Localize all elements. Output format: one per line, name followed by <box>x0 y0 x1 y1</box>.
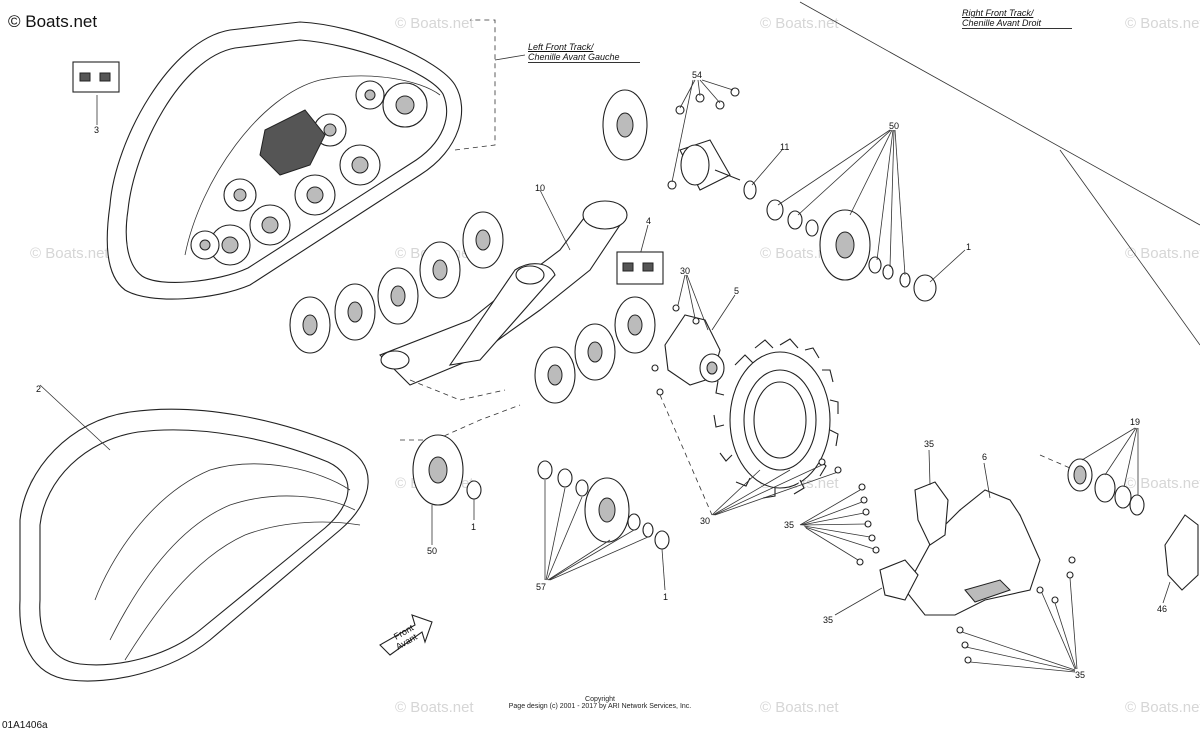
cover-part-46 <box>1162 514 1199 604</box>
lower-wheel-right <box>537 460 670 591</box>
callout-35-top: 35 <box>924 439 934 449</box>
boats-net-brand: © Boats.net <box>8 12 98 31</box>
callout-1-upper: 1 <box>966 242 971 252</box>
svg-text:© Boats.net: © Boats.net <box>760 15 839 32</box>
bearing-set-part-19 <box>1039 427 1145 516</box>
decal-part-4 <box>616 251 664 285</box>
copyright-line: Copyright <box>585 696 615 703</box>
figure-id: 01A1406a <box>2 720 48 731</box>
right-track-lower-line <box>1059 149 1200 346</box>
callout-2: 2 <box>36 384 41 394</box>
callout-50-upper: 50 <box>889 121 899 131</box>
left-track-assembly <box>106 21 463 300</box>
left-track-label-fr: Chenille Avant Gauche <box>528 52 620 62</box>
front-direction-arrow: Front Avant <box>379 614 433 656</box>
right-track-label-en: Right Front Track/ <box>962 8 1034 18</box>
svg-text:© Boats.net: © Boats.net <box>395 699 474 716</box>
wheel-connector-dash <box>409 379 506 401</box>
callout-50-lower: 50 <box>427 546 437 556</box>
callout-1-lower-right: 1 <box>663 592 668 602</box>
lower-wheel-left <box>412 434 482 545</box>
callout-labels: 3 2 54 11 50 10 4 1 30 5 50 1 57 1 30 35… <box>36 70 1167 680</box>
callout-1-lower-left: 1 <box>471 522 476 532</box>
left-front-track-label: Left Front Track/ Chenille Avant Gauche <box>528 42 640 63</box>
gearcase-part-6 <box>879 449 1041 616</box>
right-track-boundary-line <box>799 1 1200 226</box>
track-belt-part-2 <box>19 384 369 682</box>
callout-30-lower: 30 <box>700 516 710 526</box>
right-front-track-label: Right Front Track/ Chenille Avant Droit <box>962 8 1072 29</box>
page-design-line: Page design (c) 2001 - 2017 by ARI Netwo… <box>508 703 692 710</box>
bolt-set-part-35 <box>799 483 1078 673</box>
left-track-label-en: Left Front Track/ <box>528 42 594 52</box>
idler-wheels-row <box>289 211 656 404</box>
callout-54: 54 <box>692 70 702 80</box>
callout-30-upper: 30 <box>680 266 690 276</box>
callout-11: 11 <box>780 142 789 152</box>
svg-text:© Boats.net: © Boats.net <box>760 245 839 262</box>
callout-57: 57 <box>536 582 546 592</box>
svg-text:© Boats.net: © Boats.net <box>395 15 474 32</box>
callout-35-left: 35 <box>784 520 794 530</box>
decal-part-3 <box>72 61 120 125</box>
callout-leaders-upper <box>639 79 966 283</box>
left-track-bracket <box>454 19 496 151</box>
right-track-label-fr: Chenille Avant Droit <box>962 18 1042 28</box>
drive-hub-part-5 <box>664 294 736 386</box>
sprocket-drive <box>713 338 839 499</box>
callout-35-bottom-left: 35 <box>823 615 833 625</box>
svg-text:© Boats.net: © Boats.net <box>1125 15 1200 32</box>
callout-3: 3 <box>94 125 99 135</box>
swing-arm-part-10 <box>379 189 628 386</box>
callout-46: 46 <box>1157 604 1167 614</box>
upper-wheel-hub <box>602 87 937 302</box>
callout-leaders-30b <box>711 458 842 516</box>
svg-text:© Boats.net: © Boats.net <box>760 699 839 716</box>
left-track-wheels <box>190 80 428 266</box>
callout-5: 5 <box>734 286 739 296</box>
callout-35-bottom-right: 35 <box>1075 670 1085 680</box>
callout-10: 10 <box>535 183 545 193</box>
callout-6: 6 <box>982 452 987 462</box>
svg-text:© Boats.net: © Boats.net <box>30 245 109 262</box>
callout-4: 4 <box>646 216 651 226</box>
svg-text:© Boats.net: © Boats.net <box>1125 475 1200 492</box>
svg-text:© Boats.net: © Boats.net <box>1125 699 1200 716</box>
copyright-footer: Copyright Page design (c) 2001 - 2017 by… <box>480 696 720 710</box>
callout-19: 19 <box>1130 417 1140 427</box>
callout-leaders-hub <box>651 274 713 516</box>
svg-text:© Boats.net: © Boats.net <box>1125 245 1200 262</box>
track-connector-dash <box>400 404 521 441</box>
